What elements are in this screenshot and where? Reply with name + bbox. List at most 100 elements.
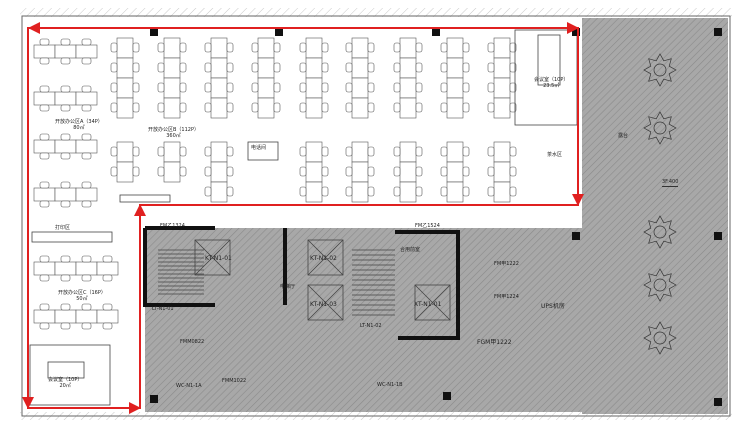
workstation <box>75 38 98 65</box>
workstation <box>96 303 119 330</box>
workstation <box>440 161 470 183</box>
workstation <box>440 97 470 119</box>
meeting-1-name: 会议室（10P） <box>48 377 83 383</box>
workstation <box>440 57 470 79</box>
office-b-name: 开放办公区B（112P） <box>148 127 199 133</box>
workstation <box>393 141 423 163</box>
workstation <box>54 255 77 282</box>
print-area-label: 打印区 <box>55 225 71 231</box>
workstation <box>487 37 517 59</box>
workstation <box>440 181 470 203</box>
meeting-2-name: 会议室（10P） <box>534 77 569 83</box>
office-a-area: 80㎡ <box>73 124 85 131</box>
workstation <box>157 57 187 79</box>
office-b-area: 360㎡ <box>166 132 181 139</box>
workstation <box>110 97 140 119</box>
terrace-label: 露台 <box>618 133 629 139</box>
workstation <box>251 77 281 99</box>
workstation <box>440 77 470 99</box>
workstation <box>204 97 234 119</box>
elevator-xt1: XT-N1-01 <box>414 301 442 308</box>
workstation <box>345 77 375 99</box>
workstation <box>33 181 56 208</box>
workstation <box>54 181 77 208</box>
fire-core-wall <box>395 230 460 340</box>
meeting-table-2 <box>537 34 561 86</box>
plant-icon <box>643 111 677 145</box>
door-fm1: FM乙1324 <box>160 223 185 229</box>
workstation <box>54 133 77 160</box>
workstation <box>33 85 56 112</box>
workstation <box>204 181 234 203</box>
workstation <box>393 57 423 79</box>
workstation <box>75 255 98 282</box>
workstation <box>345 141 375 163</box>
office-a-label: 开放办公区A（34P）80㎡ <box>55 119 103 131</box>
workstation <box>487 57 517 79</box>
elevator-hall-label: 电梯厅 <box>280 284 296 290</box>
workstation <box>487 161 517 183</box>
workstation <box>157 77 187 99</box>
elevator-kt2: KT-N1-02 <box>310 255 337 262</box>
workstation <box>110 57 140 79</box>
workstation <box>251 97 281 119</box>
workstation <box>75 85 98 112</box>
core-area <box>145 228 582 412</box>
office-c-area: 50㎡ <box>76 295 88 302</box>
workstation <box>204 37 234 59</box>
office-c-name: 开放办公区C（16P） <box>58 290 106 296</box>
door-fm3: FMM0822 <box>180 339 205 345</box>
workstation <box>54 85 77 112</box>
workstation <box>345 161 375 183</box>
workstation <box>204 57 234 79</box>
office-b-label: 开放办公区B（112P）360㎡ <box>148 127 199 139</box>
workstation <box>345 37 375 59</box>
print-counter <box>31 231 113 243</box>
office-a-name: 开放办公区A（34P） <box>55 119 103 125</box>
door-fm6: FM甲1222 <box>494 261 519 267</box>
workstation <box>110 37 140 59</box>
office-c-label: 开放办公区C（16P）50㎡ <box>58 290 106 302</box>
ups-room-label: UPS机房 <box>541 303 565 310</box>
workstation <box>393 161 423 183</box>
workstation <box>345 181 375 203</box>
workstation <box>393 97 423 119</box>
meeting-1-area: 20㎡ <box>59 382 71 389</box>
elevator-shaft <box>307 284 344 321</box>
stair-lt1: LT-N1-01 <box>152 306 174 312</box>
door-fm5: FGM甲1222 <box>477 339 512 346</box>
workstation <box>110 141 140 163</box>
workstation <box>251 37 281 59</box>
workstation <box>157 141 187 163</box>
workstation <box>299 57 329 79</box>
workstation <box>345 97 375 119</box>
elevator-shaft <box>414 284 451 321</box>
wc-2: WC-N1-1B <box>377 382 403 388</box>
plant-icon <box>643 321 677 355</box>
workstation <box>440 141 470 163</box>
stair-core-wall <box>143 226 287 307</box>
door-fm2: FM乙1524 <box>415 223 440 229</box>
workstation <box>157 37 187 59</box>
workstation <box>393 37 423 59</box>
workstation <box>204 77 234 99</box>
workstation <box>157 161 187 183</box>
door-fm4: FMM1022 <box>222 378 247 384</box>
workstation <box>299 161 329 183</box>
workstation <box>54 38 77 65</box>
staircase <box>158 249 395 316</box>
workstation <box>33 303 56 330</box>
workstation <box>345 57 375 79</box>
workstation <box>33 255 56 282</box>
workstation <box>251 57 281 79</box>
workstation <box>487 77 517 99</box>
workstation <box>54 303 77 330</box>
meeting-table-1 <box>47 361 85 379</box>
plant-icon <box>643 268 677 302</box>
workstation <box>110 161 140 183</box>
phone-room-wall <box>247 141 279 161</box>
meeting-room-2-label: 会议室（10P）23.5㎡ <box>534 77 569 89</box>
workstation <box>440 37 470 59</box>
elevator-shaft <box>194 239 231 276</box>
